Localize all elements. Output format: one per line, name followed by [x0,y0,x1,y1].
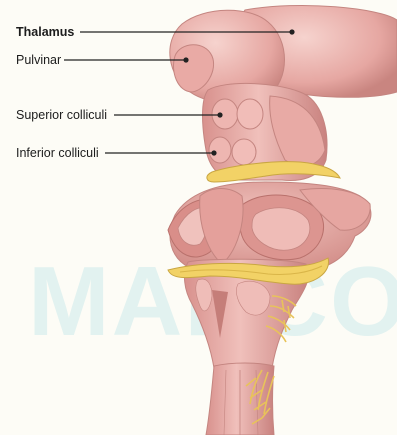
label-thalamus: Thalamus [16,25,74,39]
inferior-colliculus-right [232,139,256,165]
superior-colliculus-right [237,99,263,129]
label-superior-colliculi: Superior colliculi [16,108,107,122]
superior-colliculus-left [212,99,238,129]
inferior-colliculus-left [209,137,231,163]
label-inferior-colliculi: Inferior colliculi [16,146,99,160]
label-pulvinar: Pulvinar [16,53,61,67]
